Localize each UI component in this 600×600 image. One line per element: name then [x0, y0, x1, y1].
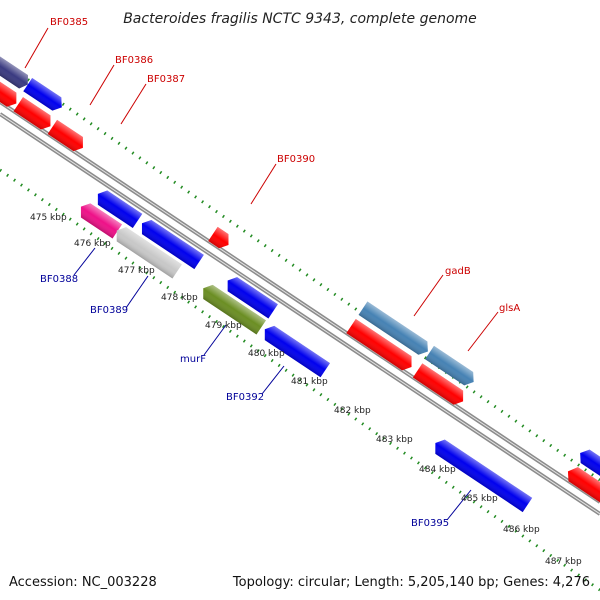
label-murf: murF	[180, 354, 206, 365]
label-bf0386: BF0386	[115, 55, 153, 66]
scale-label: 482 kbp	[334, 406, 371, 416]
topology-text: Topology: circular; Length: 5,205,140 bp…	[232, 575, 590, 590]
gene-gadb[interactable]	[358, 301, 433, 359]
gene-red-far-right[interactable]	[563, 464, 600, 510]
gene-red-2[interactable]	[13, 97, 56, 133]
scale-label: 487 kbp	[545, 557, 582, 567]
gene-bf0386[interactable]	[23, 77, 66, 114]
label-leaders	[24, 27, 499, 521]
inner-scale-ticks	[0, 168, 600, 592]
gene-track	[0, 33, 600, 513]
gene-murf[interactable]	[198, 282, 266, 335]
gene-bf0388-pink[interactable]	[76, 200, 122, 239]
scale-label: 479 kbp	[205, 321, 242, 331]
gene-blue-2[interactable]	[137, 217, 204, 270]
scale-labels: 475 kbp 476 kbp 477 kbp 478 kbp 479 kbp …	[30, 213, 582, 567]
map-title: Bacteroides fragilis NCTC 9343, complete…	[123, 11, 477, 27]
gene-bf0387[interactable]	[47, 119, 88, 155]
label-bf0387: BF0387	[147, 74, 185, 85]
scale-label: 475 kbp	[30, 213, 67, 223]
scale-label: 477 kbp	[118, 266, 155, 276]
label-glsa: glsA	[499, 303, 520, 314]
label-bf0388: BF0388	[40, 274, 78, 285]
scale-label: 476 kbp	[74, 239, 111, 249]
gene-glsa[interactable]	[425, 345, 478, 389]
scale-label: 484 kbp	[419, 465, 456, 475]
genome-backbone	[0, 100, 600, 516]
scale-label: 478 kbp	[161, 293, 198, 303]
label-bf0389: BF0389	[90, 305, 128, 316]
gene-bf0395[interactable]	[430, 436, 533, 513]
accession-text: Accession: NC_003228	[9, 575, 157, 590]
label-bf0385: BF0385	[50, 17, 88, 28]
scale-label: 483 kbp	[376, 435, 413, 445]
gene-bf0390[interactable]	[208, 226, 233, 252]
gene-bf0388-blue[interactable]	[93, 187, 143, 229]
gene-blue-3[interactable]	[223, 274, 278, 319]
outer-scale-ticks	[0, 58, 600, 482]
gene-bf0392[interactable]	[260, 323, 330, 378]
scale-label: 481 kbp	[291, 377, 328, 387]
gene-bf0389-grey[interactable]	[112, 224, 182, 279]
gene-red-glsa[interactable]	[412, 363, 468, 408]
gene-blue-far-right[interactable]	[576, 446, 600, 491]
gene-red-gadb[interactable]	[346, 319, 416, 374]
label-gadb: gadB	[445, 266, 471, 277]
label-bf0392: BF0392	[226, 392, 264, 403]
scale-label: 485 kbp	[461, 494, 498, 504]
label-bf0395: BF0395	[411, 518, 449, 529]
scale-label: 480 kbp	[248, 349, 285, 359]
gene-bf0385[interactable]	[0, 33, 32, 92]
scale-label: 486 kbp	[503, 525, 540, 535]
label-bf0390: BF0390	[277, 154, 315, 165]
